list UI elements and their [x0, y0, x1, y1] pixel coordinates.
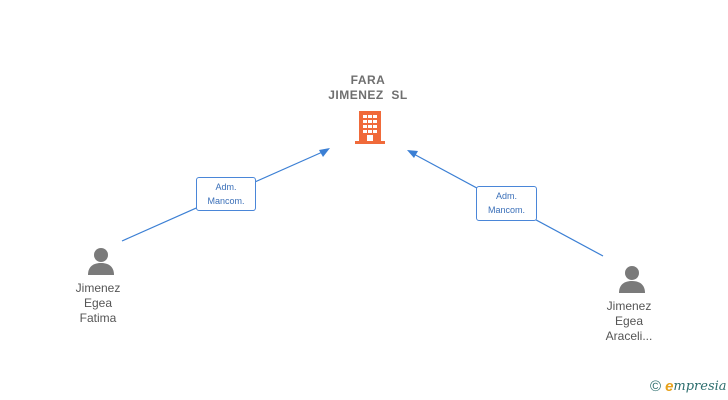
person-name-left[interactable]: Jimenez Egea Fatima	[48, 281, 148, 326]
company-name[interactable]: FARA JIMENEZ SL	[318, 73, 418, 103]
copyright-icon: ©	[650, 378, 662, 395]
role-left-line1: Adm.	[215, 182, 237, 192]
person-left-line3: Fatima	[79, 311, 117, 325]
brand-logo-initial: e	[665, 378, 674, 395]
empresia-watermark: © e mpresia	[650, 378, 727, 395]
person-right-line3: Araceli...	[605, 329, 653, 343]
person-icon[interactable]	[617, 264, 647, 294]
person-right-line2: Egea	[614, 314, 644, 328]
role-right-line2: Mancom.	[487, 205, 525, 215]
person-left-line2: Egea	[83, 296, 113, 310]
person-icon[interactable]	[86, 246, 116, 276]
role-left-line2: Mancom.	[207, 196, 245, 206]
role-label-right: Adm. Mancom.	[476, 186, 537, 221]
company-name-line2: JIMENEZ SL	[328, 88, 408, 102]
building-icon[interactable]	[354, 110, 386, 144]
edge-right-arrowhead	[407, 150, 418, 158]
edge-left-arrowhead	[319, 148, 330, 157]
person-name-right[interactable]: Jimenez Egea Araceli...	[579, 299, 679, 344]
role-right-line1: Adm.	[495, 191, 517, 201]
role-label-left: Adm. Mancom.	[196, 177, 256, 211]
person-left-line1: Jimenez	[75, 281, 121, 295]
person-right-line1: Jimenez	[606, 299, 652, 313]
brand-logo-text: mpresia	[673, 379, 727, 394]
company-name-line1: FARA	[350, 73, 386, 87]
